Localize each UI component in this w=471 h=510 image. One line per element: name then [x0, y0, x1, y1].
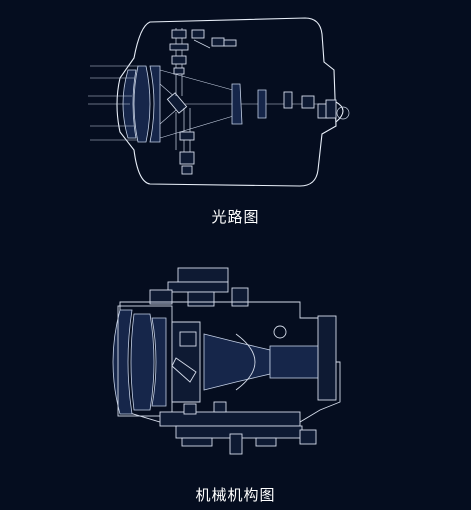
optical-path-diagram [0, 0, 471, 200]
optical-path-caption: 光路图 [211, 208, 260, 226]
housing-outline [116, 17, 337, 187]
mechanical-structure-diagram [0, 262, 471, 462]
objective-lens-3 [149, 65, 161, 143]
mechanical-structure-caption: 机械机构图 [195, 486, 276, 504]
objective-lens-2 [133, 65, 151, 143]
front-lens [112, 309, 133, 415]
